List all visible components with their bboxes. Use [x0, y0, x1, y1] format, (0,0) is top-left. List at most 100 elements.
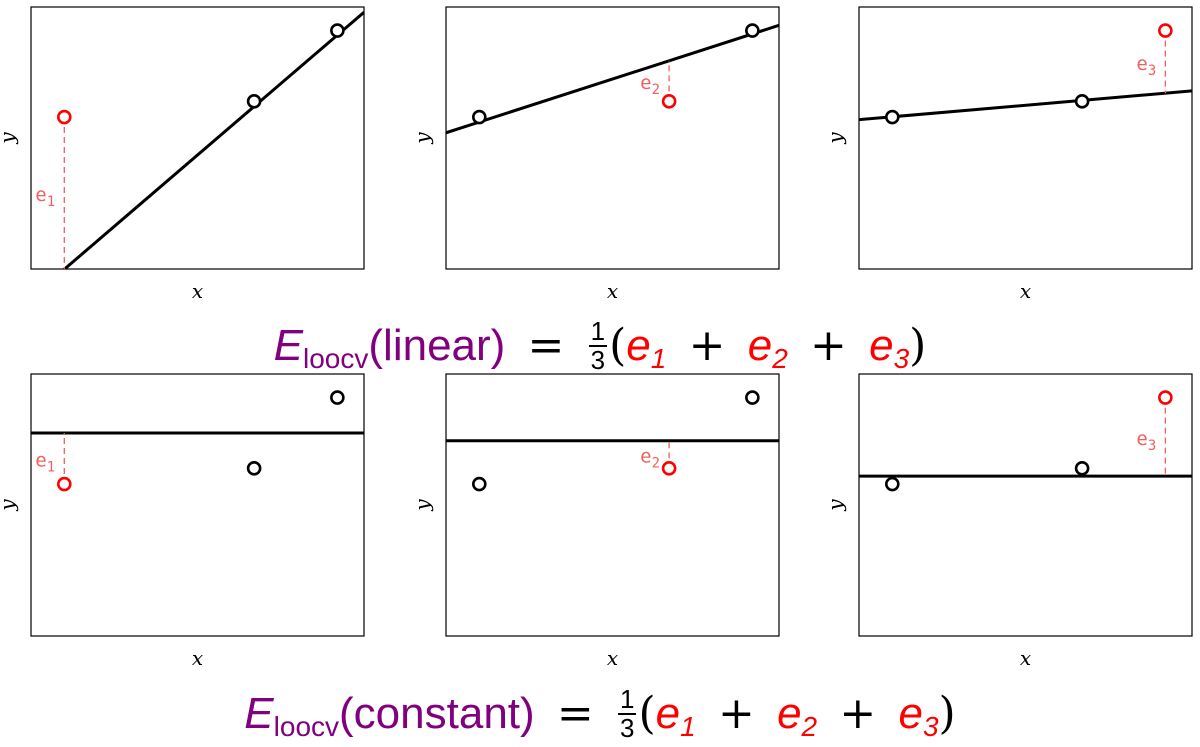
- panel-linear-3: e3 x y: [823, 6, 1193, 303]
- panel-linear-1: e1 x y: [0, 6, 365, 303]
- formula-linear-E: E: [273, 320, 304, 370]
- y-axis-label: y: [0, 132, 19, 145]
- residual-label-e: e: [640, 446, 651, 468]
- data-point: [330, 390, 345, 405]
- x-axis-label: x: [607, 646, 618, 670]
- residual-label-index: 3: [1148, 438, 1156, 454]
- formula-constant-numerator: 1: [618, 684, 637, 716]
- formula-constant-e1: e: [655, 688, 681, 738]
- formula-constant-e1-index: 1: [680, 710, 696, 742]
- data-point: [330, 23, 345, 38]
- residual-label-index: 2: [652, 82, 660, 98]
- formula-linear-open-paren: (: [609, 319, 627, 371]
- formula-constant-subscript: loocv: [273, 710, 340, 742]
- formula-linear-e1: e: [626, 320, 651, 370]
- formula-constant-E: E: [244, 688, 274, 738]
- panel-constant-2: e2 x y: [410, 373, 780, 670]
- formula-constant-e2-index: 2: [801, 710, 818, 742]
- formula-linear-close-paren: ): [909, 319, 927, 371]
- axes-frame: [445, 6, 780, 270]
- x-axis-label: x: [1020, 279, 1031, 303]
- data-point: [471, 109, 487, 125]
- residual-label: e2: [640, 446, 660, 472]
- fit-line: [859, 89, 1192, 122]
- data-point: [1074, 461, 1090, 476]
- y-axis-label: y: [823, 499, 847, 512]
- residual-label: e3: [1136, 428, 1156, 454]
- panel-constant-3: e3 x y: [823, 373, 1193, 670]
- x-axis-label: x: [607, 279, 618, 303]
- data-point: [745, 390, 760, 405]
- formula-constant-plus-2: +: [839, 687, 877, 739]
- residual-label: e2: [640, 72, 660, 98]
- y-axis-label: y: [823, 132, 847, 145]
- residual-label-e: e: [1136, 428, 1147, 450]
- formula-linear-e3: e: [869, 320, 894, 370]
- formula-linear-subscript: loocv: [303, 342, 369, 374]
- data-point: [246, 94, 262, 109]
- formula-linear-plus-1: +: [688, 319, 726, 371]
- formula-linear-denominator: 3: [590, 345, 606, 376]
- formula-linear-e1-index: 1: [650, 342, 667, 374]
- held-out-point: [661, 461, 677, 476]
- data-point: [884, 109, 900, 125]
- formula-constant-denominator: 3: [620, 713, 635, 744]
- formula-constant-plus-1: +: [717, 687, 755, 739]
- residual-label-e: e: [35, 449, 46, 471]
- residual-label-index: 1: [47, 194, 55, 210]
- formula-constant-equals: =: [556, 687, 594, 739]
- formula-constant-open-paren: (: [638, 687, 656, 739]
- axes-frame: [858, 6, 1193, 270]
- residual-label: e3: [1136, 53, 1156, 79]
- axes-frame: [30, 6, 365, 270]
- residual-label: e1: [35, 184, 55, 210]
- panel-linear-2: e2 x y: [410, 6, 780, 303]
- formula-linear-model: (linear): [368, 320, 506, 370]
- residual-label-index: 2: [652, 456, 660, 472]
- x-axis-label: x: [1020, 646, 1031, 670]
- x-axis-label: x: [192, 279, 203, 303]
- formula-linear-e3-index: 3: [893, 342, 910, 374]
- formula-constant-close-paren: ): [938, 687, 956, 739]
- formula-linear-plus-2: +: [810, 319, 847, 371]
- formula-constant-e2: e: [777, 688, 802, 738]
- y-axis-label: y: [410, 132, 434, 145]
- panel-constant-1: e1 x y: [0, 373, 365, 670]
- residual-label-index: 3: [1148, 63, 1156, 79]
- formula-linear-e2: e: [747, 320, 773, 370]
- residual-label-e: e: [640, 72, 651, 94]
- formula-constant-e3-index: 3: [922, 710, 939, 742]
- formula-linear-numerator: 1: [588, 316, 608, 348]
- axes-frame: [30, 373, 365, 637]
- held-out-point: [1158, 390, 1173, 405]
- held-out-point: [57, 476, 72, 492]
- held-out-point: [661, 94, 677, 109]
- axes-frame: [445, 373, 780, 637]
- residual-label-e: e: [35, 184, 46, 206]
- formula-constant-model: (constant): [339, 688, 535, 738]
- residual-label: e1: [35, 449, 55, 475]
- formula-linear-e2-index: 2: [772, 342, 788, 374]
- data-point: [745, 23, 760, 38]
- y-axis-label: y: [410, 499, 434, 512]
- data-point: [471, 476, 487, 492]
- held-out-point: [57, 109, 72, 125]
- fit-line: [62, 11, 364, 269]
- data-point: [246, 461, 262, 476]
- formula-linear-equals: =: [527, 319, 565, 371]
- residual-label-index: 1: [47, 459, 55, 475]
- x-axis-label: x: [192, 646, 203, 670]
- axes-frame: [858, 373, 1193, 637]
- data-point: [884, 476, 900, 492]
- held-out-point: [1158, 23, 1173, 38]
- formula-constant-e3: e: [898, 688, 923, 738]
- residual-label-e: e: [1136, 53, 1147, 75]
- fit-line: [446, 23, 779, 135]
- y-axis-label: y: [0, 499, 19, 512]
- data-point: [1074, 94, 1090, 109]
